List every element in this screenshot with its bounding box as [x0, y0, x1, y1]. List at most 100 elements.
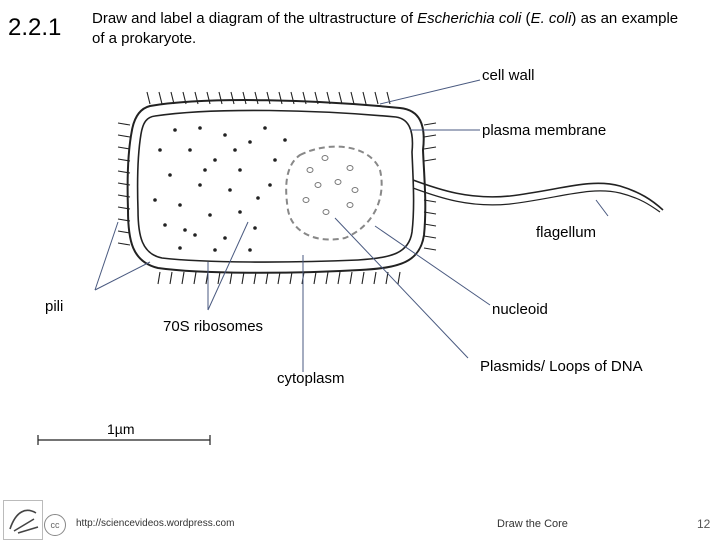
- plasmid-loop: [351, 187, 359, 193]
- leader-cell-wall: [379, 79, 481, 105]
- pilus: [350, 91, 355, 105]
- page-number: 12: [697, 517, 711, 531]
- pilus: [266, 91, 271, 105]
- logo-image: [3, 500, 43, 540]
- ribosome-dot: [248, 248, 252, 252]
- label-flagellum: flagellum: [536, 224, 597, 241]
- ribosome-dot: [238, 210, 242, 214]
- label-nucleoid: nucleoid: [492, 301, 548, 318]
- pilus: [242, 91, 247, 105]
- cell-wall-outline: [126, 99, 427, 274]
- ribosome-dot: [198, 183, 202, 187]
- pilus: [325, 271, 329, 285]
- leader-flagellum: [595, 199, 609, 217]
- plasmid-loop: [346, 165, 354, 171]
- label-ribosomes: 70S ribosomes: [163, 318, 264, 335]
- plasmid-loop: [346, 202, 354, 208]
- leader-pili-1: [94, 221, 119, 291]
- pilus: [373, 271, 377, 285]
- ribosome-dot: [263, 126, 267, 130]
- pilus: [117, 242, 131, 246]
- footer-url[interactable]: http://sciencevideos.wordpress.com: [76, 518, 235, 529]
- species-name: Escherichia coli: [417, 10, 522, 27]
- pilus: [253, 271, 257, 285]
- ribosomes-group: [153, 126, 287, 252]
- pilus: [206, 91, 211, 105]
- pilus: [117, 134, 131, 138]
- pilus: [241, 271, 245, 285]
- nucleoid-region: [285, 145, 383, 241]
- label-plasmids: Plasmids/ Loops of DNA: [480, 358, 643, 375]
- pilus: [338, 91, 343, 105]
- plasmid-loop: [322, 209, 330, 215]
- pilus: [146, 91, 151, 105]
- pilus: [157, 271, 161, 285]
- pilus: [277, 271, 281, 285]
- ribosome-dot: [223, 236, 227, 240]
- ribosome-dot: [188, 148, 192, 152]
- species-abbrev: E. coli: [530, 10, 572, 27]
- pilus: [229, 271, 233, 285]
- ribosome-dot: [253, 226, 257, 230]
- plasmid-loop: [314, 182, 322, 188]
- question-part: ) as an example of a prokaryote.: [92, 10, 679, 47]
- pilus: [289, 271, 293, 285]
- ribosome-dot: [223, 133, 227, 137]
- pilus: [423, 122, 437, 126]
- question-part: (: [521, 10, 531, 27]
- ribosome-dot: [153, 198, 157, 202]
- pilus: [361, 271, 365, 285]
- pilus: [117, 230, 131, 234]
- label-plasma-membrane: plasma membrane: [482, 122, 607, 139]
- ribosome-dot: [213, 158, 217, 162]
- ribosome-dot: [208, 213, 212, 217]
- pilus: [218, 91, 223, 105]
- plasmid-loop: [334, 179, 342, 185]
- plasmid-loop: [306, 167, 314, 173]
- question-text: Draw and label a diagram of the ultrastr…: [92, 9, 692, 49]
- pilus: [181, 271, 185, 285]
- plasmid-loop: [302, 197, 310, 203]
- label-pili: pili: [45, 298, 64, 315]
- ribosome-dot: [163, 223, 167, 227]
- ribosome-dot: [183, 228, 187, 232]
- pilus: [337, 271, 341, 285]
- ribosome-dot: [198, 126, 202, 130]
- leader-plasmids: [334, 217, 469, 359]
- plasma-membrane-outline: [136, 109, 415, 263]
- pilus: [230, 91, 235, 105]
- ribosome-dot: [273, 158, 277, 162]
- flagellum: [412, 179, 664, 211]
- ribosome-dot: [203, 168, 207, 172]
- ribosome-dot: [233, 148, 237, 152]
- pilus: [423, 235, 437, 239]
- pilus: [349, 271, 353, 285]
- pilus: [423, 146, 437, 150]
- label-cell-wall: cell wall: [482, 67, 535, 84]
- slide-number: 2.2.1: [8, 14, 62, 41]
- ribosome-dot: [256, 196, 260, 200]
- pilus: [374, 91, 379, 105]
- flagellum-edge: [412, 187, 661, 213]
- pilus: [265, 271, 269, 285]
- plasmid-loop: [321, 155, 329, 161]
- scale-bar-label: 1µm: [107, 421, 135, 437]
- ribosome-dot: [238, 168, 242, 172]
- ribosome-dot: [173, 128, 177, 132]
- ribosome-dot: [178, 203, 182, 207]
- pilus: [158, 91, 163, 105]
- pilus: [217, 271, 221, 285]
- pilus: [313, 271, 317, 285]
- ribosome-dot: [178, 246, 182, 250]
- footer-brand: Draw the Core: [497, 518, 568, 530]
- pilus: [423, 223, 437, 227]
- cc-license-icon: cc: [44, 514, 66, 536]
- plasmids-group: [302, 155, 359, 215]
- ribosome-dot: [283, 138, 287, 142]
- pilus: [362, 91, 367, 105]
- question-part: Draw and label a diagram of the ultrastr…: [92, 10, 418, 27]
- pilus: [117, 146, 131, 150]
- scale-bar: [37, 435, 211, 445]
- ribosome-dot: [228, 188, 232, 192]
